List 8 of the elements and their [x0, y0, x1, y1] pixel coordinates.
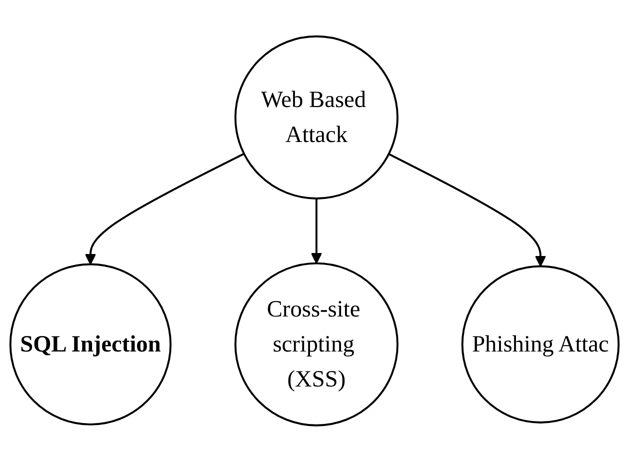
node-circle [234, 36, 398, 200]
node-circle [461, 265, 620, 424]
node-circle [9, 263, 172, 426]
node-circle [234, 262, 398, 426]
arrow [388, 153, 546, 267]
diagram: Web Based Attack SQL Injection Cross-site scripting (XSS) Phishing Attac [0, 26, 629, 436]
arrow [84, 153, 244, 265]
arrow [310, 198, 322, 264]
